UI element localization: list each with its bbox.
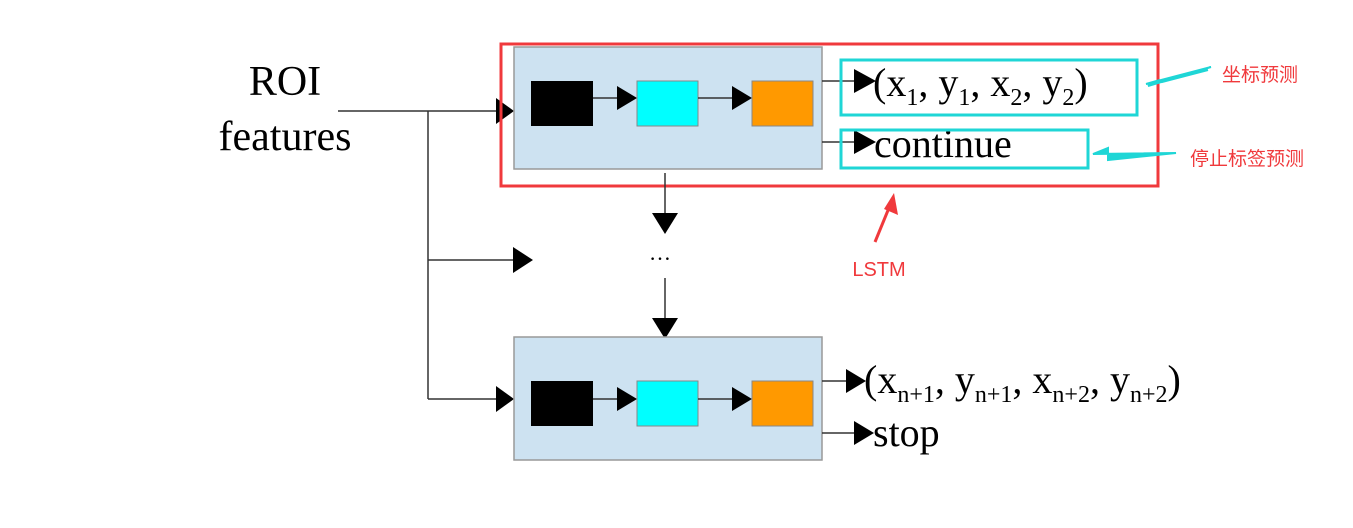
annotation-arrow-icon: [1145, 66, 1212, 87]
bottom-coords-output: (xn+1, yn+1, xn+2, yn+2): [864, 357, 1181, 408]
lstm-highlight-box: [499, 42, 1160, 188]
arrowhead-icon: [854, 130, 876, 154]
cell-orange: [751, 80, 814, 127]
flag-highlight-box: [839, 128, 1090, 170]
arrowhead-icon: [854, 421, 874, 445]
arrowhead-icon: [617, 86, 637, 110]
arrowhead-icon: [854, 69, 876, 93]
cell-cyan: [636, 380, 699, 427]
annotation-coord-prediction: 坐标预测: [1222, 64, 1298, 86]
cell-orange: [751, 380, 814, 427]
arrowhead-icon: [652, 318, 678, 339]
subscript: 2: [1062, 85, 1074, 111]
subscript: n+2: [1130, 382, 1168, 408]
input-label-line2: features: [219, 114, 352, 160]
subscript: n+1: [897, 382, 935, 408]
arrowhead-icon: [732, 86, 752, 110]
annotation-stop-label-prediction: 停止标签预测: [1190, 148, 1304, 170]
subscript: 2: [1010, 85, 1022, 111]
top-lstm-block: [513, 46, 823, 170]
bottom-flag-output: stop: [873, 410, 940, 455]
subscript: n+2: [1052, 382, 1090, 408]
cell-black: [531, 81, 593, 126]
bottom-lstm-block: [513, 336, 823, 461]
cell-cyan: [636, 80, 699, 127]
annotation-arrow-icon: [1092, 146, 1177, 162]
coords-highlight-box: [839, 58, 1139, 117]
annotation-lstm: LSTM: [852, 259, 905, 281]
lstm-arrowhead-icon: [884, 193, 898, 215]
cell-black: [531, 381, 593, 426]
subscript: 1: [958, 85, 970, 111]
arrowhead-icon: [496, 386, 514, 412]
arrowhead-icon: [513, 247, 533, 273]
input-label-line1: ROI: [249, 59, 321, 105]
subscript: n+1: [975, 382, 1013, 408]
arrowhead-icon: [732, 387, 752, 411]
ellipsis: …: [649, 240, 671, 265]
arrowhead-icon: [496, 98, 514, 124]
arrowhead-icon: [846, 369, 866, 393]
input-connectors: [338, 110, 515, 400]
top-coords-output: (x1, y1, x2, y2): [873, 60, 1088, 111]
top-flag-output: continue: [874, 121, 1012, 166]
arrowhead-icon: [652, 213, 678, 234]
arrowhead-icon: [617, 387, 637, 411]
subscript: 1: [906, 85, 918, 111]
